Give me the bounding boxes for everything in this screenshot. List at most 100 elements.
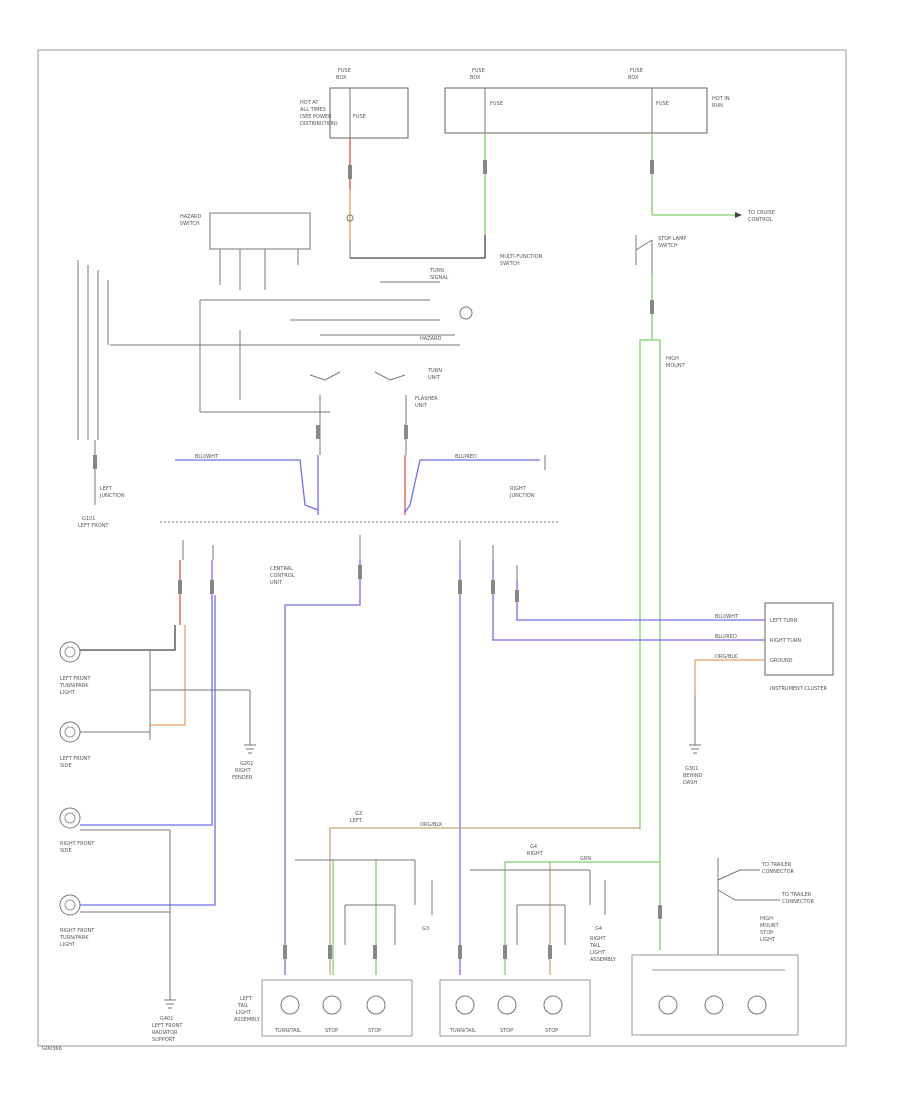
high-mount-stop-assembly bbox=[631, 954, 799, 1036]
fuse-box-left-desc-1: HOT AT bbox=[300, 100, 319, 106]
g-cluster-label-3: DASH bbox=[683, 780, 697, 786]
rear-assy-4: LIGHT bbox=[760, 937, 776, 943]
multifunction-label-1: MULTI-FUNCTION bbox=[500, 254, 543, 260]
wire-label-cluster-1: BLU/WHT bbox=[715, 614, 739, 620]
cluster-label-ground: GROUND bbox=[770, 658, 793, 664]
hazard-switch-bar bbox=[209, 212, 311, 250]
fuse-left-label: FUSE bbox=[353, 114, 366, 120]
rt-bulb-2: STOP bbox=[500, 1028, 513, 1034]
to-trailer-2: CONNECTOR bbox=[762, 869, 795, 875]
rt-bulb-1: TURN/TAIL bbox=[449, 1028, 476, 1034]
right-tail-assy-3: LIGHT bbox=[590, 950, 606, 956]
right-tail-assy-4: ASSEMBLY bbox=[590, 957, 617, 963]
turn-unit-1: TURN bbox=[427, 368, 442, 374]
diagram-frame bbox=[37, 49, 847, 1047]
rf-turn-label-3: LIGHT bbox=[60, 942, 76, 948]
rf-turn-light bbox=[59, 894, 81, 916]
central-unit-2: CONTROL bbox=[270, 573, 295, 579]
rear-assy-3: STOP bbox=[760, 930, 773, 936]
g-bottom-label-4: SUPPORT bbox=[152, 1037, 176, 1043]
ground-left-1: G3 bbox=[355, 811, 362, 817]
fuse-box-left-title-2: BOX bbox=[336, 75, 347, 81]
right-junction-1: RIGHT bbox=[510, 486, 527, 492]
rear-assy-2: MOUNT bbox=[760, 923, 780, 929]
fuse-box-right-title-1: FUSE bbox=[630, 68, 643, 74]
rf-side-label-2: SIDE bbox=[60, 848, 72, 854]
wire-blue-right-junction bbox=[404, 459, 540, 513]
fuse-box-right-desc-1: HOT IN bbox=[712, 96, 730, 102]
g-right-label-3: FENDER bbox=[232, 775, 253, 781]
multifunction-label-2: SWITCH bbox=[500, 261, 520, 267]
lf-side-label-2: SIDE bbox=[60, 763, 72, 769]
turn-unit bbox=[309, 371, 406, 381]
high-mount-2: MOUNT bbox=[666, 363, 686, 369]
right-tail-light-assembly bbox=[439, 979, 591, 1037]
page-id: G00366 bbox=[42, 1046, 62, 1052]
left-tail-assy-1: LEFT bbox=[240, 996, 253, 1002]
stop-lamp-switch-label-2: SWITCH bbox=[658, 243, 678, 249]
lt-bulb-1: TURN/TAIL bbox=[274, 1028, 301, 1034]
lf-side-light bbox=[59, 721, 81, 743]
g-bottom-label-3: RADIATOR bbox=[152, 1030, 178, 1036]
fuse-right-label: FUSE bbox=[656, 101, 669, 107]
fuse-mid-label: FUSE bbox=[490, 101, 503, 107]
left-tail-assy-2: TAIL bbox=[237, 1003, 249, 1009]
fuse-box-mid-right: FUSE FUSE bbox=[444, 87, 708, 134]
left-tail-light-assembly bbox=[261, 979, 413, 1037]
to-trailer-4: CONNECTOR bbox=[782, 899, 815, 905]
turn-signal-label-1: TURN bbox=[429, 268, 444, 274]
fuse-box-right-title-2: BOX bbox=[628, 75, 639, 81]
high-mount-1: HIGH bbox=[666, 356, 679, 362]
g-bottom-label-1: G401 bbox=[160, 1016, 173, 1022]
fuse-box-mid-title-1: FUSE bbox=[472, 68, 485, 74]
wire-label-cluster-3: ORG/BLK bbox=[715, 654, 738, 660]
ground-label-tr-1: G4 bbox=[595, 926, 602, 932]
left-junction-2: JUNCTION bbox=[99, 493, 125, 499]
arrow-to-cruise-icon bbox=[735, 212, 742, 218]
g-cluster-label-2: BEHIND bbox=[683, 773, 703, 779]
rf-turn-label-1: RIGHT FRONT bbox=[60, 928, 95, 934]
ground-symbol-cluster bbox=[689, 695, 701, 754]
rf-side-label-1: RIGHT FRONT bbox=[60, 841, 95, 847]
hazard-relay-1: HAZARD bbox=[420, 336, 442, 342]
right-tail-assy-2: TAIL bbox=[589, 943, 601, 949]
fuse-box-mid-title-2: BOX bbox=[470, 75, 481, 81]
g-cluster-label-1: G301 bbox=[685, 766, 698, 772]
to-cruise-1: TO CRUISE bbox=[747, 210, 775, 216]
ground-label-tl-1: G3 bbox=[422, 926, 429, 932]
lf-turn-label-2: TURN/PARK bbox=[59, 683, 89, 689]
g-bottom-label-2: LEFT FRONT bbox=[152, 1023, 183, 1029]
wire-blue-center-to-left-tail bbox=[284, 560, 361, 975]
wire-orange-left bbox=[150, 625, 186, 726]
lf-turn-label-3: LIGHT bbox=[60, 690, 76, 696]
hazard-switch-label-2: SWITCH bbox=[180, 221, 200, 227]
lf-turn-light bbox=[59, 641, 81, 663]
g-right-label-2: RIGHT bbox=[235, 768, 252, 774]
to-trailer-1: TO TRAILER bbox=[761, 862, 792, 868]
ground-symbol-bottom bbox=[164, 990, 176, 1009]
right-tail-assy-1: RIGHT bbox=[590, 936, 607, 942]
turn-signal-label-2: SIGNAL bbox=[430, 275, 449, 281]
ground-right-1: G4 bbox=[530, 844, 537, 850]
wire-green-stop-out-2 bbox=[652, 339, 661, 950]
left-junction-1: LEFT bbox=[100, 486, 113, 492]
wire-label-bluwht-1: BLU/WHT bbox=[195, 454, 219, 460]
lt-bulb-2: STOP bbox=[325, 1028, 338, 1034]
instrument-cluster-box bbox=[764, 602, 834, 676]
rf-side-light bbox=[59, 807, 81, 829]
to-trailer-3: TO TRAILER bbox=[781, 892, 812, 898]
wire-label-blured-1: BLU/RED bbox=[455, 454, 477, 460]
fuse-box-left-desc-4: DISTRIBUTION) bbox=[300, 121, 338, 127]
wire-label-orgblk: ORG/BLK bbox=[420, 822, 443, 828]
fuse-box-left-desc-3: (SEE POWER bbox=[300, 114, 332, 120]
wire-label-grn: GRN bbox=[580, 856, 591, 862]
left-tail-assy-4: ASSEMBLY bbox=[234, 1017, 261, 1023]
indicator-icon bbox=[459, 306, 473, 320]
wire-blue-left-inner bbox=[80, 595, 216, 906]
fuse-box-left: FUSE bbox=[329, 87, 409, 139]
cluster-label-right-turn: RIGHT TURN bbox=[770, 638, 801, 644]
connector-markers bbox=[93, 160, 662, 959]
to-cruise-2: CONTROL bbox=[748, 217, 773, 223]
left-tail-assy-3: LIGHT bbox=[236, 1010, 252, 1016]
flasher-1: FLASHER bbox=[415, 396, 438, 402]
